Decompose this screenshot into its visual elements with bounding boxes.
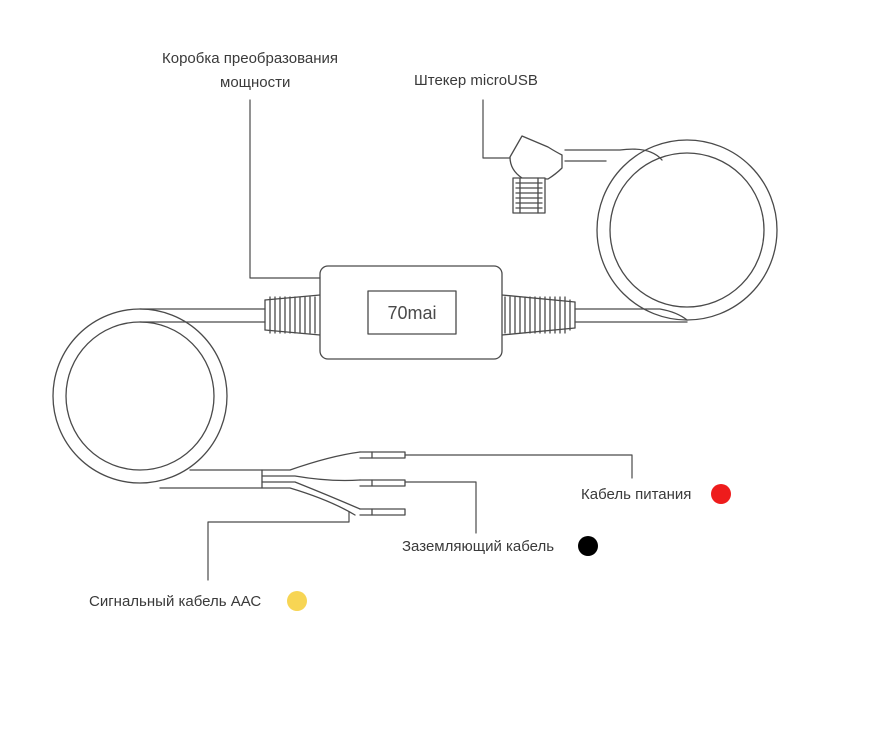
label-power-box-line2: мощности [220,74,291,91]
label-power-box-line1: Коробка преобразования [162,50,338,67]
label-power-cable: Кабель питания [581,486,692,503]
leader-power-cable [404,454,633,479]
leader-power-box [249,99,321,279]
left-cable-loop [52,308,266,489]
brand-logo-text: 70mai [387,303,436,323]
label-microusb: Штекер microUSB [414,72,538,89]
label-ground-cable: Заземляющий кабель [402,538,555,555]
leader-ground-cable [404,481,477,534]
leader-lines [207,99,633,581]
power-converter-box: 70mai [319,265,503,360]
acc-signal-yellow-dot [287,591,307,611]
power-cable-red-dot [711,484,731,504]
label-acc-signal-cable: Сигнальный кабель ААС [89,593,262,610]
strain-relief-left [264,294,321,336]
strain-relief-right [501,294,576,336]
ground-cable-black-dot [578,536,598,556]
microusb-connector [509,135,563,214]
leader-microusb [482,99,511,159]
leader-acc-signal [207,511,350,581]
wire-bundle [261,451,406,516]
right-cable-loop [564,139,778,323]
